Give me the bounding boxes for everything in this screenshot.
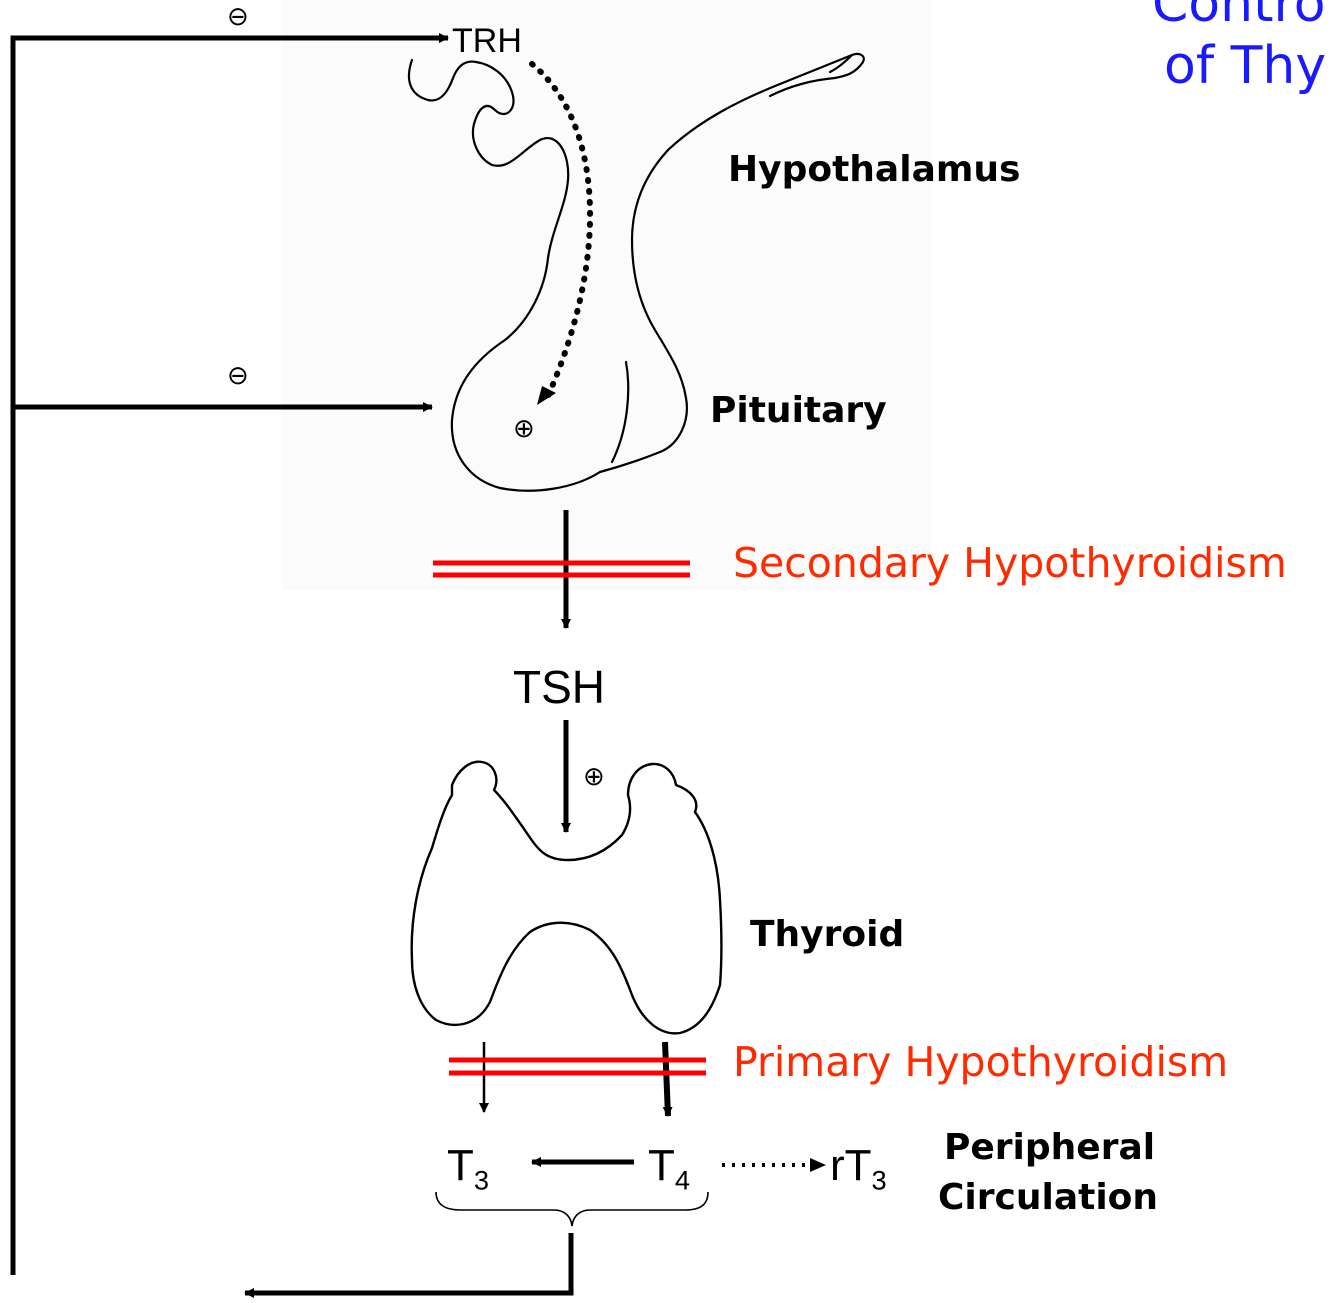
primary-hypothyroidism-label: Primary Hypothyroidism: [733, 1038, 1229, 1086]
stimulate-sign-thyroid: ⊕: [583, 762, 605, 792]
peripheral-label-line-2: Circulation: [938, 1177, 1159, 1218]
inhibit-sign-trh: ⊖: [227, 2, 249, 32]
t3-sub: 3: [473, 1164, 490, 1196]
pituitary-hypothalamus-drawing: [407, 52, 865, 492]
t4-label: T4: [648, 1144, 690, 1194]
title-line-1: Contro: [1152, 0, 1326, 34]
negative-feedback-loop: [10, 33, 574, 1298]
t3-label: T3: [447, 1144, 489, 1194]
t3-base: T: [447, 1141, 474, 1190]
primary-block-bars: [449, 1057, 706, 1076]
secondary-hypothyroidism-label: Secondary Hypothyroidism: [733, 539, 1287, 587]
peripheral-label-line-1: Peripheral: [944, 1127, 1156, 1168]
t3-t4-brace: [435, 1191, 709, 1227]
pituitary-label: Pituitary: [710, 390, 887, 431]
trh-to-pituitary-arrow: [529, 61, 594, 399]
hypothalamus-label: Hypothalamus: [728, 149, 1021, 190]
tsh-label: TSH: [513, 661, 605, 713]
t4-base: T: [648, 1141, 675, 1190]
inhibit-sign-pituitary: ⊖: [227, 361, 249, 391]
rt3-base: rT: [830, 1141, 872, 1190]
scan-background: [282, 0, 932, 590]
trh-arrowhead: [537, 386, 556, 405]
t4-sub: 4: [674, 1164, 691, 1196]
title-line-2: of Thy: [1164, 36, 1327, 96]
rt3-label: rT3: [830, 1144, 887, 1194]
trh-label: TRH: [452, 22, 522, 60]
secondary-block-bars: [433, 560, 690, 578]
thyroid-drawing: [410, 760, 723, 1035]
thyroid-to-t4-arrow: [662, 1041, 673, 1117]
thyroid-label: Thyroid: [750, 914, 905, 955]
rt3-sub: 3: [871, 1164, 887, 1196]
rt3-arrowhead: [810, 1158, 826, 1172]
stimulate-sign-pituitary: ⊕: [513, 414, 535, 444]
